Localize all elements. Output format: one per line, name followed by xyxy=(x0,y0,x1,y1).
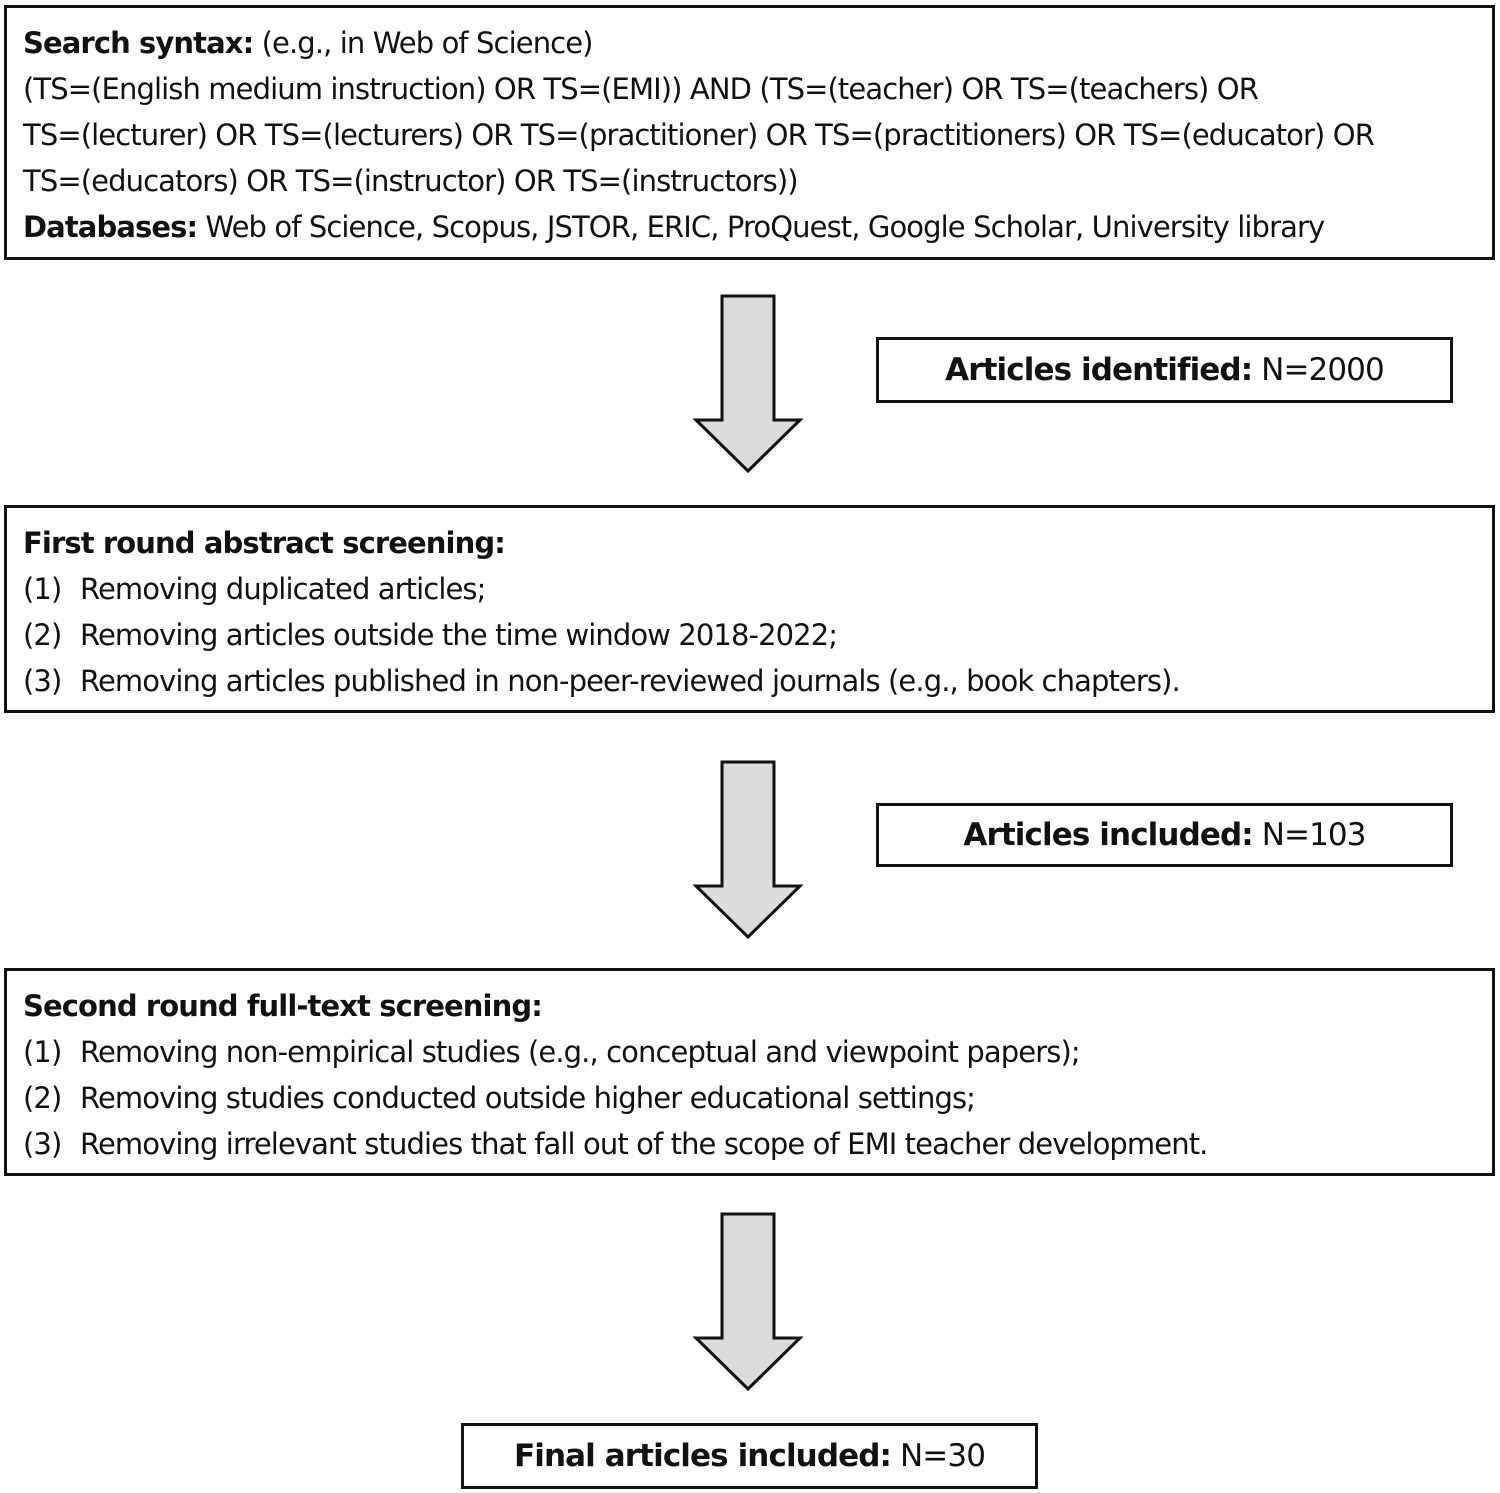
search-query-line: (TS=(English medium instruction) OR TS=(… xyxy=(23,72,1259,106)
down-arrow-icon xyxy=(692,1212,804,1392)
databases-label: Databases: xyxy=(23,210,198,244)
databases-line: Databases: Web of Science, Scopus, JSTOR… xyxy=(23,204,1492,250)
list-item-text: Removing irrelevant studies that fall ou… xyxy=(80,1127,1208,1161)
list-item: (1) Removing non-empirical studies (e.g.,… xyxy=(23,1029,1492,1075)
list-item: (3) Removing articles published in non-pe… xyxy=(23,658,1492,704)
list-item-number: (3) xyxy=(23,1127,62,1161)
list-item-text: Removing studies conducted outside highe… xyxy=(80,1081,976,1115)
list-item: (2) Removing articles outside the time wi… xyxy=(23,612,1492,658)
articles-included-box: Articles included: N=103 xyxy=(876,803,1453,867)
search-query-line: TS=(educators) OR TS=(instructor) OR TS=… xyxy=(23,164,799,198)
final-articles-value: N=30 xyxy=(891,1438,986,1474)
list-item-text: Removing duplicated articles; xyxy=(80,572,486,606)
list-item-number: (2) xyxy=(23,618,62,652)
articles-identified-box: Articles identified: N=2000 xyxy=(876,337,1453,403)
final-articles-label: Final articles included: xyxy=(513,1438,892,1474)
articles-identified-label: Articles identified: xyxy=(945,352,1253,388)
databases-value: Web of Science, Scopus, JSTOR, ERIC, Pro… xyxy=(197,210,1326,244)
search-syntax-note: (e.g., in Web of Science) xyxy=(253,26,594,60)
first-round-title: First round abstract screening: xyxy=(23,526,506,560)
first-round-screening-box: First round abstract screening: (1) Remov… xyxy=(4,505,1495,713)
list-item: (1) Removing duplicated articles; xyxy=(23,566,1492,612)
list-item-text: Removing non-empirical studies (e.g., co… xyxy=(80,1035,1081,1069)
list-item-text: Removing articles outside the time windo… xyxy=(80,618,838,652)
search-query-line: TS=(lecturer) OR TS=(lecturers) OR TS=(p… xyxy=(23,118,1375,152)
down-arrow-icon xyxy=(692,760,804,940)
search-syntax-box: Search syntax: (e.g., in Web of Science)… xyxy=(4,5,1495,260)
second-round-screening-box: Second round full-text screening: (1) Rem… xyxy=(4,968,1495,1176)
final-articles-box: Final articles included: N=30 xyxy=(461,1423,1038,1489)
list-item-number: (1) xyxy=(23,572,62,606)
list-item: (3) Removing irrelevant studies that fall… xyxy=(23,1121,1492,1167)
articles-included-label: Articles included: xyxy=(963,817,1253,853)
search-syntax-line: Search syntax: (e.g., in Web of Science) xyxy=(23,20,1492,66)
second-round-title: Second round full-text screening: xyxy=(23,989,543,1023)
articles-included-value: N=103 xyxy=(1252,817,1367,853)
articles-identified-value: N=2000 xyxy=(1252,352,1385,388)
list-item-text: Removing articles published in non-peer-… xyxy=(80,664,1181,698)
list-item-number: (1) xyxy=(23,1035,62,1069)
list-item: (2) Removing studies conducted outside hi… xyxy=(23,1075,1492,1121)
search-syntax-label: Search syntax: xyxy=(23,26,254,60)
down-arrow-icon xyxy=(692,294,804,474)
list-item-number: (3) xyxy=(23,664,62,698)
list-item-number: (2) xyxy=(23,1081,62,1115)
